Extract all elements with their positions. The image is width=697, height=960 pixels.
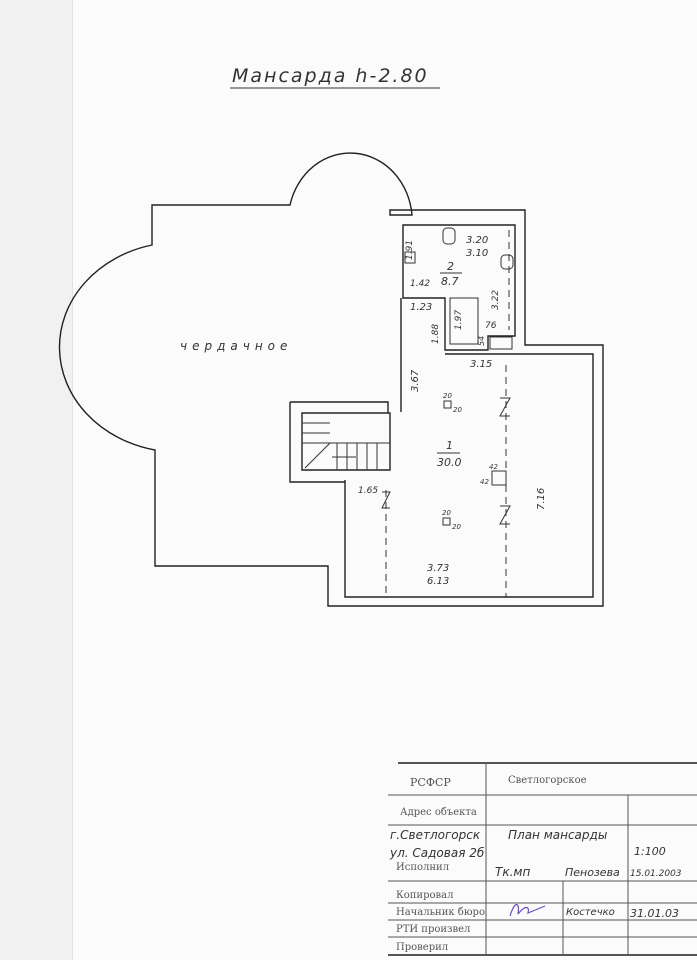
country-label: РСФСР (410, 776, 451, 789)
toilet-fixture (442, 227, 456, 245)
column-size: 20 (452, 523, 461, 531)
room1-dim: 6.13 (427, 576, 449, 587)
room1-dim: 1.65 (358, 486, 378, 496)
address-line1: г.Светлогорск (390, 828, 481, 842)
room1-dim: 3.73 (427, 563, 449, 574)
plan-title: Мансарда h-2.80 (232, 65, 429, 87)
sink-fixture (500, 254, 514, 270)
column-size: 20 (453, 406, 462, 414)
column-2 (491, 470, 507, 486)
room1-dim: 3.67 (410, 369, 421, 392)
column-3 (442, 517, 451, 526)
head-date: 31.01.03 (630, 907, 679, 920)
room2-dim: 1.91 (405, 240, 415, 260)
performed-name: Пенозева (565, 866, 620, 879)
room2-dim: 1.42 (410, 279, 430, 289)
head-signature (509, 903, 546, 917)
column-size: 42 (480, 478, 489, 486)
room2-dim: 3.20 (466, 235, 488, 246)
room2-dim: 76 (485, 321, 497, 331)
column-1 (443, 400, 452, 409)
room2-dim: 1.23 (410, 302, 432, 313)
room2-dim: 1.97 (454, 310, 464, 330)
scan-binding-margin (0, 0, 73, 960)
room1-dim: 7.16 (536, 488, 547, 510)
room2-dim: 1.88 (431, 324, 441, 344)
cabinet-fixture (404, 251, 416, 264)
column-size: 20 (443, 392, 452, 400)
column-size: 20 (442, 509, 451, 517)
bathtub (449, 297, 479, 345)
copied-label: Копировал (396, 890, 453, 901)
checked-label: Проверил (396, 942, 448, 953)
performed-label: Исполнил (396, 862, 449, 873)
room1-number: 1 (446, 439, 453, 452)
head-label: Начальник бюро (396, 907, 485, 918)
room2-dim: 54 (477, 336, 486, 346)
room2-dim: 3.22 (491, 290, 501, 310)
address-label: Адрес объекта (400, 807, 477, 818)
address-line2: ул. Садовая 2б (389, 846, 485, 860)
head-name: Костечко (566, 907, 615, 918)
room2-walls (402, 224, 516, 351)
column-size: 42 (489, 463, 498, 471)
bureau-name: Светлогорское (508, 775, 587, 786)
room1-dim: 3.15 (470, 359, 492, 370)
stair-enclosure (289, 401, 391, 483)
sheet-title: План мансарды (508, 828, 607, 842)
performed-role: Тк.мп (495, 865, 530, 879)
washbasin (489, 336, 513, 350)
attic-label: чердачное (180, 339, 292, 353)
scale: 1:100 (634, 845, 666, 858)
room1-area: 30.0 (437, 456, 462, 469)
room1-walls (344, 298, 594, 598)
stair-steps (302, 422, 390, 470)
break-marks (381, 397, 511, 525)
outer-outline (58, 152, 604, 607)
rti-label: РТИ произвел (396, 924, 470, 935)
performed-date: 15.01.2003 (630, 869, 682, 879)
room2-area: 8.7 (441, 275, 459, 288)
room2-number: 2 (447, 260, 454, 273)
room2-dim: 3.10 (466, 248, 488, 259)
title-block (388, 762, 697, 956)
